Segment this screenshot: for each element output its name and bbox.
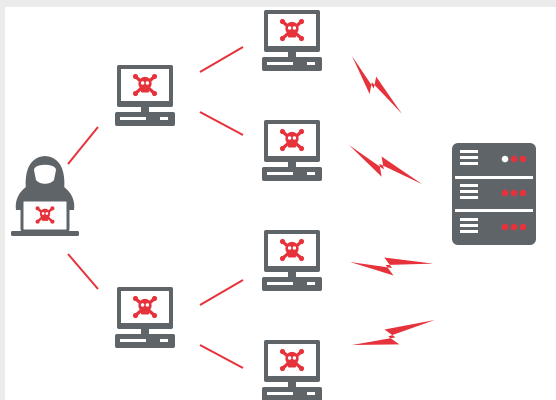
- lightning-bolt-icon: [345, 145, 426, 185]
- bot-2-computer-icon: [262, 120, 322, 181]
- frame-top-edge: [0, 0, 556, 7]
- link-upper-to-bot-2: [199, 111, 244, 136]
- link-lower-to-bot-4: [199, 344, 244, 369]
- hooded-hacker-icon: [11, 156, 79, 236]
- link-attacker-to-lower: [67, 253, 99, 290]
- link-attacker-to-upper: [67, 126, 99, 165]
- link-lower-to-bot-3: [199, 279, 244, 306]
- bot-3-computer-icon: [262, 230, 322, 291]
- upper-infected-computer-icon: [115, 65, 175, 126]
- lower-infected-computer-icon: [115, 287, 175, 348]
- server-rack-icon: [452, 143, 536, 245]
- lightning-bolt-icon: [352, 295, 435, 370]
- lightning-bolt-icon: [350, 235, 434, 291]
- link-upper-to-bot-1: [199, 46, 244, 73]
- bot-1-computer-icon: [262, 10, 322, 71]
- frame-left-edge: [0, 0, 5, 400]
- bot-4-computer-icon: [262, 340, 322, 400]
- lightning-bolt-icon: [339, 56, 415, 114]
